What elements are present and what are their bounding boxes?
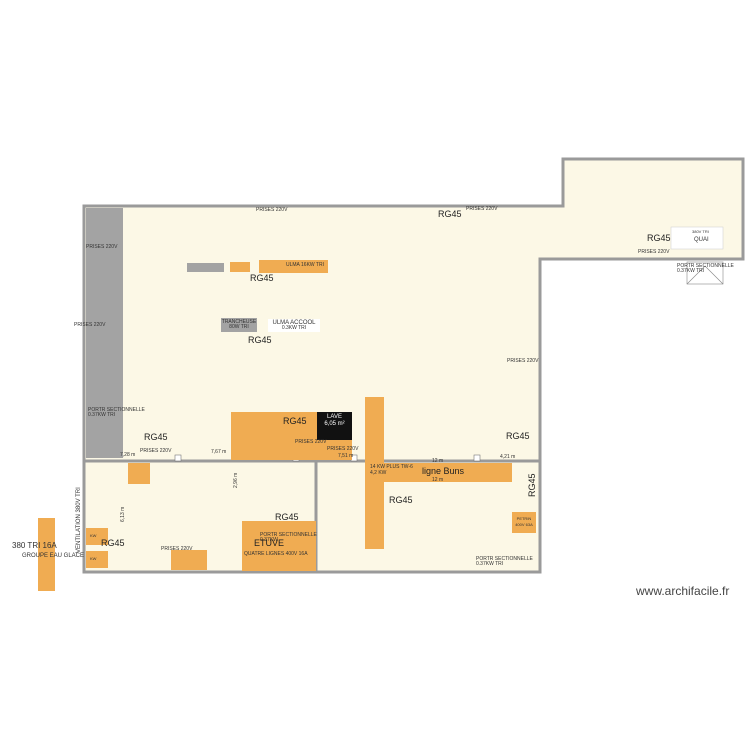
rg45-label: RG45 [275,512,299,522]
kw-label: 0.37KW TRI [677,268,705,274]
prises-label: PRISES 220V [638,249,670,255]
main-floor [82,157,745,574]
lave-area: 6,05 m² [324,421,345,427]
quai-door [686,261,724,285]
kw-label: 0.37KW TRI [476,561,504,567]
dimension-label-vertical: 2,96 m [233,472,239,488]
prises-label: PRISES 220V [327,446,359,452]
ulma-accool-kw: 0.3KW TRI [281,325,307,331]
ligne-buns-block [366,463,512,482]
ulma-block [259,260,328,273]
rg45-label: RG45 [438,209,462,219]
quai-box [670,226,724,250]
block-171 [171,550,207,570]
tri-16a-label: 380 TRI 16A [12,541,57,550]
grey-block-small [187,263,224,272]
block-86-551 [86,551,108,568]
prises-label: PRISES 220V [161,546,193,552]
quai-door-line [686,265,706,285]
groupe-eau-label: GROUPE EAU GLACE [22,553,85,559]
kw-small-label: KW [90,533,97,538]
prises-label: PRISES 220V [86,244,118,250]
dimension-label: 7,51 m [338,453,354,459]
trancheuse-kw: 80W TRI [229,324,249,330]
quatre-lignes-label: QUATRE LIGNES 400V 16A [244,551,308,557]
site-watermark: www.archifacile.fr [636,584,730,598]
trancheuse-block [221,318,257,332]
rg45-label: RG45 [389,495,413,505]
prises-label: PRISES 220V [295,439,327,445]
quai-label: QUAI [694,237,709,243]
ulma-accool-block [268,319,320,332]
quai-power-label: 380V TRI [692,229,709,234]
lave-area [231,412,352,460]
rg45-label: RG45 [248,335,272,345]
quai-door-line [704,265,724,285]
dimension-label: 7,28 m [120,452,136,458]
ulma-label: ULMA 16KW TRI [286,262,324,268]
prises-label: PRISES 220V [140,448,172,454]
portr-sectionnelle-label: PORTR SECTIONNELLE [476,556,533,562]
rg45-label: RG45 [144,432,168,442]
dimension-label: 12 m [432,477,444,483]
ulma-accool-label: ULMA ACCOOL [272,320,316,326]
block-86-528 [86,528,108,545]
rg45-label: RG45 [250,273,274,283]
prises-label: PRISES 220V [256,207,288,213]
rg45-label: RG45 [506,431,530,441]
rg45-label: RG45 [647,233,671,243]
grey-corridor [86,208,123,458]
petrin-block [512,512,536,533]
lave-block [317,412,352,440]
dimension-label-vertical: 6,13 m [120,506,126,522]
kw-plus-label: 14 KW PLUS TW-6 [370,464,413,470]
rg45-label-vertical: RG45 [527,473,537,497]
portr-sectionnelle-label: PORTR SECTIONNELLE [88,407,145,413]
ligne-buns-label: ligne Buns [422,466,465,476]
kw-42-label: 4,2 KW [370,470,387,476]
etuve-label: ETUVE [254,538,285,548]
petrin-power: 400V 63A [515,522,533,527]
portr-sectionnelle-label: PORTR SECTIONNELLE [260,532,317,538]
dimension-label: 7,67 m [211,449,227,455]
door-marker [174,454,182,462]
lave-label: LAVE [327,414,342,420]
block-128 [128,463,150,484]
equipment-small [230,262,250,272]
prises-label: PRISES 220V [466,206,498,212]
rg45-label: RG45 [283,416,307,426]
trancheuse-label: TRANCHEUSE [221,319,257,325]
prises-label: PRISES 220V [507,358,539,364]
rg45-label: RG45 [101,538,125,548]
kw-label: 0.37KW [260,537,278,543]
groupe-eau-block [38,518,55,591]
etuve-block [242,521,316,571]
dimension-label: 4,21 m [500,454,516,460]
ventilation-label: VENTILATION 380V TRI [76,487,82,553]
door-marker [473,454,481,462]
prises-label: PRISES 220V [74,322,106,328]
petrin-label: PETRIN [516,516,532,521]
kw-label: 0.37KW TRI [88,412,116,418]
portr-sectionnelle-label: PORTR SECTIONNELLE [677,263,734,269]
dimension-label: 12 m [432,458,444,464]
kw-small-label: KW [90,556,97,561]
